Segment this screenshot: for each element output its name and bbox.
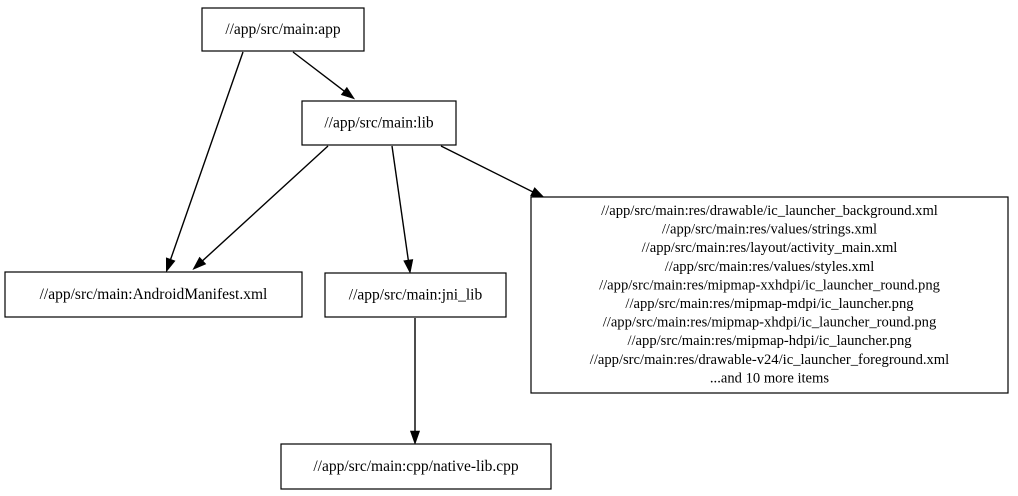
edge-jni-lib-to-native-lib-cpp-arrowhead-icon xyxy=(409,430,421,445)
resources-line-label: //app/src/main:res/layout/activity_main.… xyxy=(642,240,898,256)
node-jni-lib-label: //app/src/main:jni_lib xyxy=(349,287,483,304)
nodes-layer: //app/src/main:app //app/src/main:lib //ap… xyxy=(4,7,552,490)
resources-line-label: //app/src/main:res/values/styles.xml xyxy=(665,259,875,275)
edge-lib-to-resources xyxy=(440,145,546,199)
node-native-lib-cpp[interactable]: //app/src/main:cpp/native-lib.cpp xyxy=(280,443,552,490)
edge-lib-to-androidmanifest-line xyxy=(199,145,329,264)
resources-line-label: //app/src/main:res/drawable/ic_launcher_… xyxy=(601,203,938,219)
node-jni-lib-box[interactable] xyxy=(324,272,507,318)
resources-line-label: //app/src/main:res/mipmap-xhdpi/ic_launc… xyxy=(603,315,937,331)
resources-line-label: //app/src/main:res/values/strings.xml xyxy=(662,222,877,238)
edge-app-to-androidmanifest-arrowhead-icon xyxy=(165,257,176,273)
edges-layer xyxy=(165,51,546,445)
node-androidmanifest-box[interactable] xyxy=(4,271,303,318)
node-app-box[interactable] xyxy=(201,7,365,52)
node-native-lib-cpp-label: //app/src/main:cpp/native-lib.cpp xyxy=(313,458,519,475)
resources-node-layer: //app/src/main:res/drawable/ic_launcher_… xyxy=(530,196,1009,394)
node-resources-collapsed[interactable]: //app/src/main:res/drawable/ic_launcher_… xyxy=(530,196,1009,394)
resources-line-label: //app/src/main:res/mipmap-xxhdpi/ic_laun… xyxy=(599,277,941,293)
node-jni-lib[interactable]: //app/src/main:jni_lib xyxy=(324,272,507,318)
edge-lib-to-resources-arrowhead-icon xyxy=(530,187,546,199)
node-androidmanifest[interactable]: //app/src/main:AndroidManifest.xml xyxy=(4,271,303,318)
resources-line-label: //app/src/main:res/mipmap-mdpi/ic_launch… xyxy=(625,296,914,312)
edge-jni-lib-to-native-lib-cpp xyxy=(409,318,421,445)
node-lib-label: //app/src/main:lib xyxy=(324,115,434,132)
resources-more-items-label: ...and 10 more items xyxy=(710,370,829,386)
edge-lib-to-androidmanifest-arrowhead-icon xyxy=(192,256,207,271)
edge-app-to-androidmanifest xyxy=(165,51,244,273)
node-lib[interactable]: //app/src/main:lib xyxy=(301,100,457,146)
edge-app-to-lib xyxy=(292,51,356,100)
edge-app-to-androidmanifest-line xyxy=(168,51,244,263)
edge-lib-to-androidmanifest xyxy=(192,145,329,271)
edge-lib-to-jni-lib-line xyxy=(391,145,410,264)
edge-app-to-lib-arrowhead-icon xyxy=(340,86,356,100)
edge-app-to-lib-line xyxy=(292,51,347,94)
edge-lib-to-jni-lib xyxy=(391,145,414,274)
edge-lib-to-resources-line xyxy=(440,145,536,194)
resources-line-label: //app/src/main:res/mipmap-hdpi/ic_launch… xyxy=(627,333,912,349)
node-androidmanifest-label: //app/src/main:AndroidManifest.xml xyxy=(40,286,268,303)
resources-line-label: //app/src/main:res/drawable-v24/ic_launc… xyxy=(590,352,949,368)
node-resources-collapsed-box[interactable] xyxy=(530,196,1009,394)
node-lib-box[interactable] xyxy=(301,100,457,146)
node-native-lib-cpp-box[interactable] xyxy=(280,443,552,490)
edge-lib-to-jni-lib-arrowhead-icon xyxy=(403,259,414,274)
node-app[interactable]: //app/src/main:app xyxy=(201,7,365,52)
node-app-label: //app/src/main:app xyxy=(225,21,341,38)
